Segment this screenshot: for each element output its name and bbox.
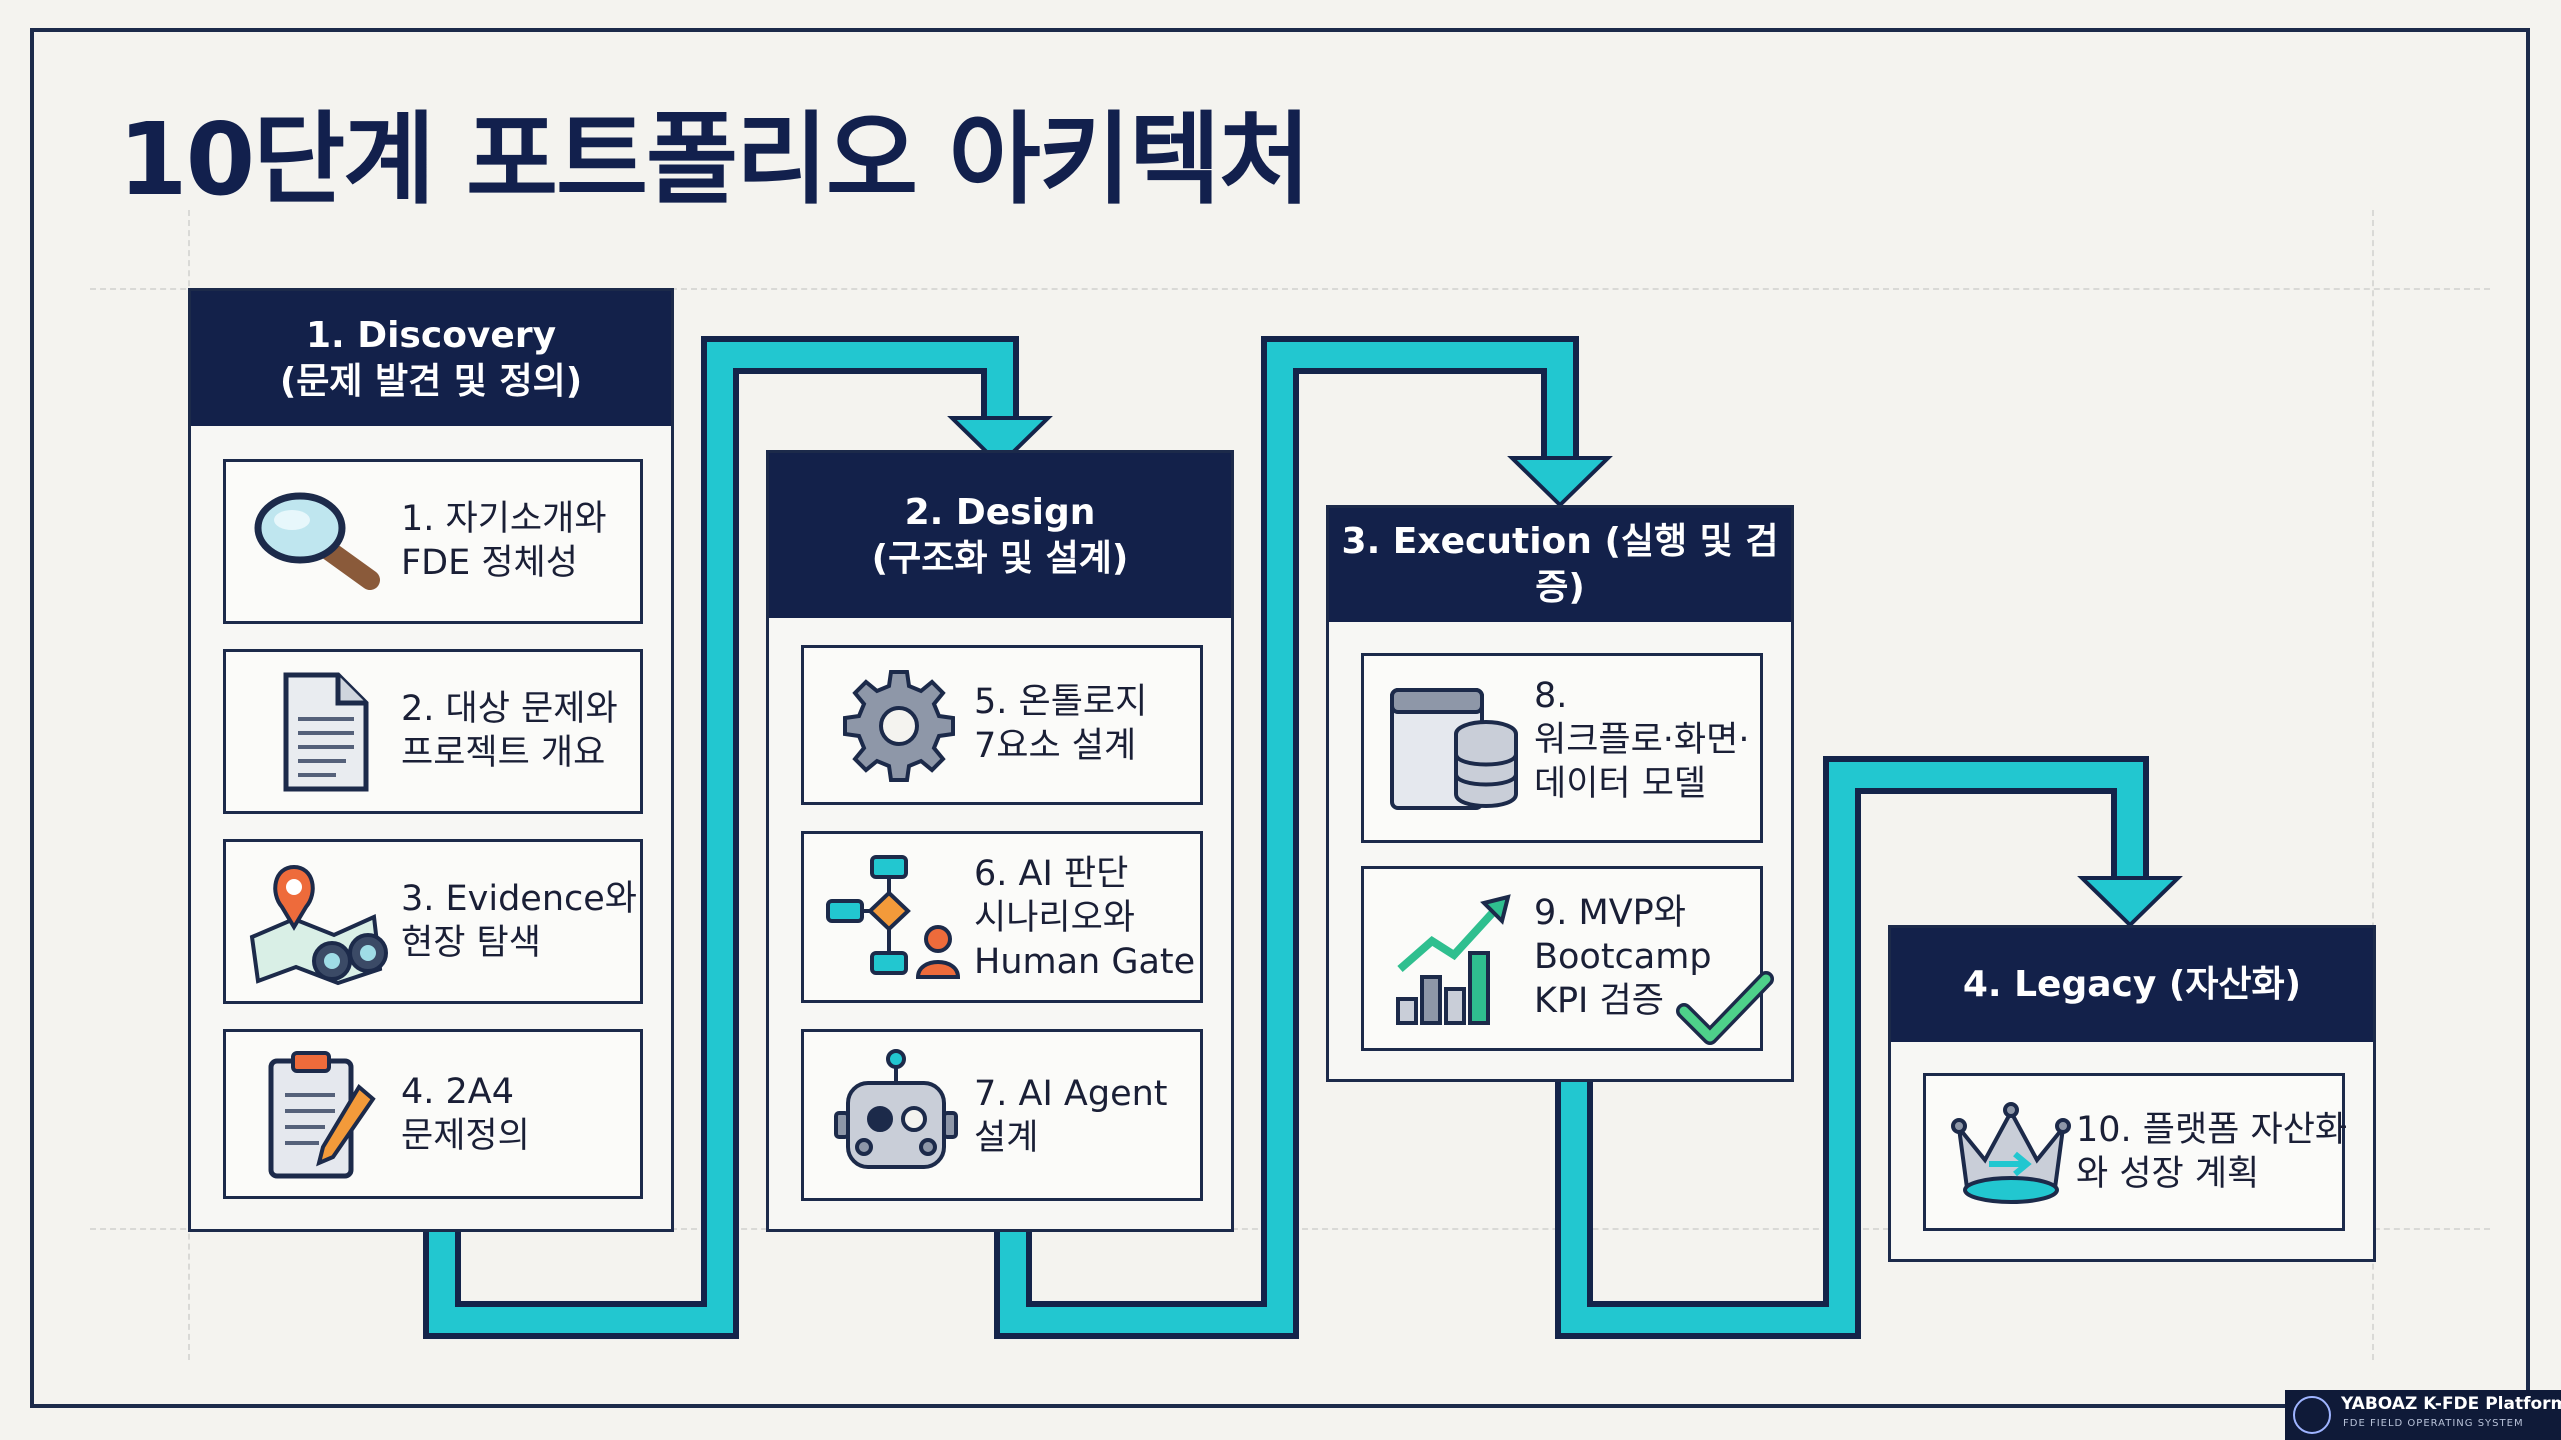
connector-1-2: [429, 342, 1013, 1333]
magnifier-icon: [254, 492, 380, 590]
check-icon: [1676, 971, 1774, 1045]
phase-title: 2. Design: [904, 491, 1096, 533]
phase-title: 4. Legacy (자산화): [1962, 964, 2302, 1005]
phase-header: 1. Discovery (문제 발견 및 정의): [191, 291, 671, 426]
step-label: 8.워크플로·화면·데이터 모델: [1534, 676, 1750, 804]
arrow-head-icon: [2077, 876, 2183, 928]
phase-title: 3. Execution (실행 및 검증): [1341, 521, 1779, 608]
browser-database-icon: [1390, 688, 1518, 810]
platform-badge: YABOAZ K-FDE Platform FDE FIELD OPERATIN…: [2285, 1390, 2561, 1440]
flowchart-person-icon: [826, 855, 961, 979]
phase-subtitle: (문제 발견 및 정의): [279, 360, 583, 402]
clipboard-pencil-icon: [268, 1051, 376, 1179]
connector-2-3: [1000, 342, 1573, 1333]
map-binoculars-icon: [249, 864, 388, 986]
crown-icon: [1951, 1102, 2071, 1204]
platform-logo-icon: [2293, 1396, 2331, 1434]
platform-subtitle: FDE FIELD OPERATING SYSTEM: [2343, 1418, 2524, 1429]
document-icon: [283, 672, 369, 792]
guide-line: [2372, 210, 2374, 1360]
connector-3-4: [1561, 762, 2143, 1333]
phase-header: 3. Execution (실행 및 검증): [1329, 508, 1791, 622]
phase-title: 1. Discovery: [305, 314, 557, 356]
guide-line: [90, 288, 2490, 290]
arrow-head-icon: [1507, 456, 1613, 508]
platform-name: YABOAZ K-FDE Platform: [2341, 1394, 2561, 1414]
phase-execution-panel: 3. Execution (실행 및 검증) 8.워크플로·화면·데이터 모델: [1326, 505, 1794, 1082]
step-card[interactable]: 8.워크플로·화면·데이터 모델: [1361, 653, 1763, 843]
phase-header: 4. Legacy (자산화): [1891, 928, 2373, 1042]
phase-header: 2. Design (구조화 및 설계): [769, 453, 1231, 618]
arrow-head-icon: [947, 416, 1053, 468]
gear-icon: [843, 670, 955, 782]
page-title: 10단계 포트폴리오 아키텍처: [118, 101, 1311, 218]
slide-frame: [30, 28, 2530, 1408]
robot-icon: [834, 1049, 958, 1169]
phase-subtitle: (구조화 및 설계): [871, 537, 1129, 579]
growth-chart-check-icon: [1396, 894, 1511, 1025]
